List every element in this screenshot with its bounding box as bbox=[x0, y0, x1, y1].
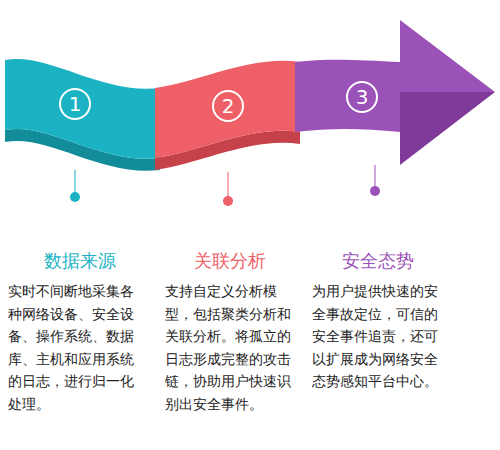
step-description: 支持自定义分析模型，包括聚类分析和关联分析。将孤立的日志形成完整的攻击链，协助用… bbox=[165, 280, 304, 415]
step-number: 1 bbox=[60, 89, 90, 119]
ribbon-step: 2 关联分析支持自定义分析模型，包括聚类分析和关联分析。将孤立的日志形成完整的攻击… bbox=[155, 0, 305, 420]
ribbon-segment bbox=[155, 61, 300, 158]
step-number: 3 bbox=[347, 82, 377, 112]
number-ring bbox=[60, 89, 90, 119]
step-description: 实时不间断地采集各种网络设备、安全设备、操作系统、数据库、主机和应用系统的日志，… bbox=[8, 280, 147, 415]
step-number: 2 bbox=[213, 91, 243, 121]
leader-line bbox=[375, 165, 376, 186]
step-heading: 数据来源 bbox=[0, 250, 160, 272]
leader-dot bbox=[223, 196, 233, 206]
leader-dot bbox=[370, 186, 380, 196]
number-ring bbox=[213, 91, 243, 121]
ribbon-segment bbox=[5, 59, 160, 159]
ribbon-arrow bbox=[295, 20, 495, 132]
ribbon-step: 3 安全态势为用户提供快速的安全事故定位，可信的安全事件追责，还可以扩展成为网络安… bbox=[300, 0, 455, 420]
leader-dot bbox=[70, 192, 80, 202]
number-ring bbox=[347, 82, 377, 112]
arrow-shade bbox=[400, 92, 495, 165]
leader-line bbox=[228, 172, 229, 196]
step-heading: 关联分析 bbox=[155, 250, 305, 272]
step-heading: 安全态势 bbox=[300, 250, 455, 272]
leader-line bbox=[75, 170, 76, 192]
step-description: 为用户提供快速的安全事故定位，可信的安全事件追责，还可以扩展成为网络安全态势感知… bbox=[312, 280, 451, 393]
ribbon-step: 1 数据来源实时不间断地采集各种网络设备、安全设备、操作系统、数据库、主机和应用系… bbox=[0, 0, 160, 420]
